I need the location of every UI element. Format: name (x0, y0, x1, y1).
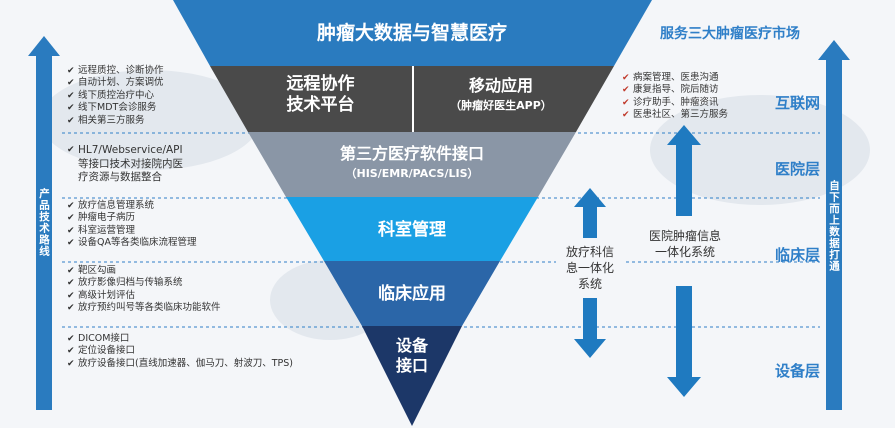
label-line: 医院肿瘤信息 (648, 229, 721, 243)
list-item: ✔HL7/Webservice/API (67, 144, 183, 156)
check-icon: ✔ (67, 278, 75, 289)
remote-platform-line: 远程协作 (286, 74, 355, 94)
check-icon: ✔ (67, 103, 75, 114)
layer-device: 设备层 (774, 362, 820, 380)
list-item: ✔科室运营管理 (67, 224, 136, 236)
list-item: ✔DICOM接口 (67, 333, 130, 344)
list-item: ✔相关第三方服务 (67, 114, 145, 126)
list-item: ✔医患社区、第三方服务 (622, 109, 729, 121)
device-interface-line: 接口 (395, 356, 428, 375)
check-icon: ✔ (67, 346, 75, 357)
device-interface-line: 设备 (395, 336, 428, 355)
band-big-data (173, 0, 652, 66)
check-icon: ✔ (67, 66, 75, 76)
list-item: ✔康复指导、院后随访 (622, 84, 719, 96)
list-item: ✔远程质控、诊断协作 (67, 65, 164, 76)
list-item: ✔线下MDT会诊服务 (67, 102, 157, 114)
left-axis-label: 产品技术路线 (38, 188, 50, 257)
dept-feature-list: ✔放疗信息管理系统 ✔肿瘤电子病历 ✔科室运营管理 ✔设备QA等各类临床流程管理 (67, 200, 196, 250)
clinical-application: 临床应用 (378, 284, 446, 304)
clinical-feature-list: ✔靶区勾画 ✔放疗影像归档与传输系统 ✔高级计划评估 ✔放疗预约叫号等各类临床功… (67, 265, 221, 315)
check-icon: ✔ (67, 303, 75, 314)
check-icon: ✔ (67, 145, 75, 155)
check-icon: ✔ (67, 266, 75, 276)
mobile-feature-list: ✔病案管理、医患沟通 ✔康复指导、院后随访 ✔诊疗助手、肿瘤资讯 ✔医患社区、第… (622, 72, 728, 122)
check-icon: ✔ (622, 97, 630, 108)
list-item: ✔放疗影像归档与传输系统 (67, 277, 183, 289)
check-icon: ✔ (67, 358, 75, 369)
list-item: ✔放疗设备接口(直线加速器、伽马刀、射波刀、TPS) (67, 357, 293, 369)
right-axis-arrow (818, 40, 850, 410)
check-icon: ✔ (67, 238, 75, 249)
layer-clinical: 临床层 (774, 246, 820, 264)
remote-platform-line: 技术平台 (286, 95, 355, 116)
check-icon: ✔ (67, 115, 75, 126)
third-party-interface: 第三方医疗软件接口 （HIS/EMR/PACS/LIS） (260, 144, 564, 181)
list-item: ✔线下质控治疗中心 (67, 89, 155, 101)
check-icon: ✔ (67, 225, 75, 236)
list-item: ✔病案管理、医患沟通 (622, 72, 719, 83)
check-icon: ✔ (67, 90, 75, 101)
label-line: 系统 (577, 277, 602, 291)
layer-hospital: 医院层 (774, 160, 820, 178)
check-icon: ✔ (67, 78, 75, 89)
check-icon: ✔ (67, 290, 75, 301)
list-item: ✔自动计划、方案调优 (67, 77, 164, 89)
device-feature-list: ✔DICOM接口 ✔定位设备接口 ✔放疗设备接口(直线加速器、伽马刀、射波刀、T… (67, 333, 293, 370)
list-item: ✔肿瘤电子病历 (67, 212, 136, 224)
list-item: ✔靶区勾画 (67, 265, 117, 276)
band-third-party (248, 132, 576, 197)
remote-feature-list: ✔远程质控、诊断协作 ✔自动计划、方案调优 ✔线下质控治疗中心 ✔线下MDT会诊… (67, 65, 164, 127)
interface-feature-list: ✔HL7/Webservice/API 等接口技术对接院内医 疗资源与数据整合 (67, 144, 183, 185)
third-party-title: 第三方医疗软件接口 (339, 144, 484, 163)
market-title: 服务三大肿瘤医疗市场 (660, 26, 800, 42)
list-item: ✔设备QA等各类临床流程管理 (67, 237, 197, 249)
check-icon: ✔ (67, 201, 75, 211)
device-interface: 设备 接口 (362, 336, 462, 376)
check-icon: ✔ (622, 110, 630, 121)
list-item: ✔诊疗助手、肿瘤资讯 (622, 96, 719, 108)
list-item: ✔高级计划评估 (67, 289, 136, 301)
label-line: 一体化系统 (654, 245, 715, 259)
dept-management: 科室管理 (378, 220, 446, 240)
dept-double-arrow (574, 188, 606, 358)
list-item: ✔放疗信息管理系统 (67, 200, 155, 211)
mobile-app-title: 移动应用 (468, 76, 533, 95)
label-line: 息一体化 (565, 261, 614, 275)
mobile-app-subtitle: （肿瘤好医生APP） (450, 99, 552, 112)
band-device (362, 326, 462, 426)
list-item: ✔定位设备接口 (67, 345, 136, 357)
mobile-app: 移动应用 （肿瘤好医生APP） (413, 76, 589, 113)
check-icon: ✔ (622, 85, 630, 96)
third-party-subtitle: （HIS/EMR/PACS/LIS） (345, 167, 479, 180)
dept-system-label: 放疗科信 息一体化 系统 (556, 244, 624, 292)
check-icon: ✔ (67, 334, 75, 344)
list-item: 等接口技术对接院内医 (78, 157, 183, 170)
check-icon: ✔ (67, 213, 75, 224)
check-icon: ✔ (622, 73, 630, 83)
band-dept (286, 197, 538, 261)
left-axis-arrow (28, 36, 60, 410)
hospital-double-arrow (667, 125, 701, 397)
list-item: ✔放疗预约叫号等各类临床功能软件 (67, 302, 221, 314)
label-line: 放疗科信 (565, 245, 614, 259)
hospital-system-label: 医院肿瘤信息 一体化系统 (640, 228, 730, 260)
remote-platform: 远程协作 技术平台 (228, 74, 413, 117)
layer-internet: 互联网 (774, 94, 820, 112)
big-data-title: 肿瘤大数据与智慧医疗 (316, 22, 507, 44)
right-axis-label: 自下而上数据打通 (828, 180, 840, 272)
band-clinical (324, 261, 500, 326)
list-item: 疗资源与数据整合 (78, 171, 162, 183)
